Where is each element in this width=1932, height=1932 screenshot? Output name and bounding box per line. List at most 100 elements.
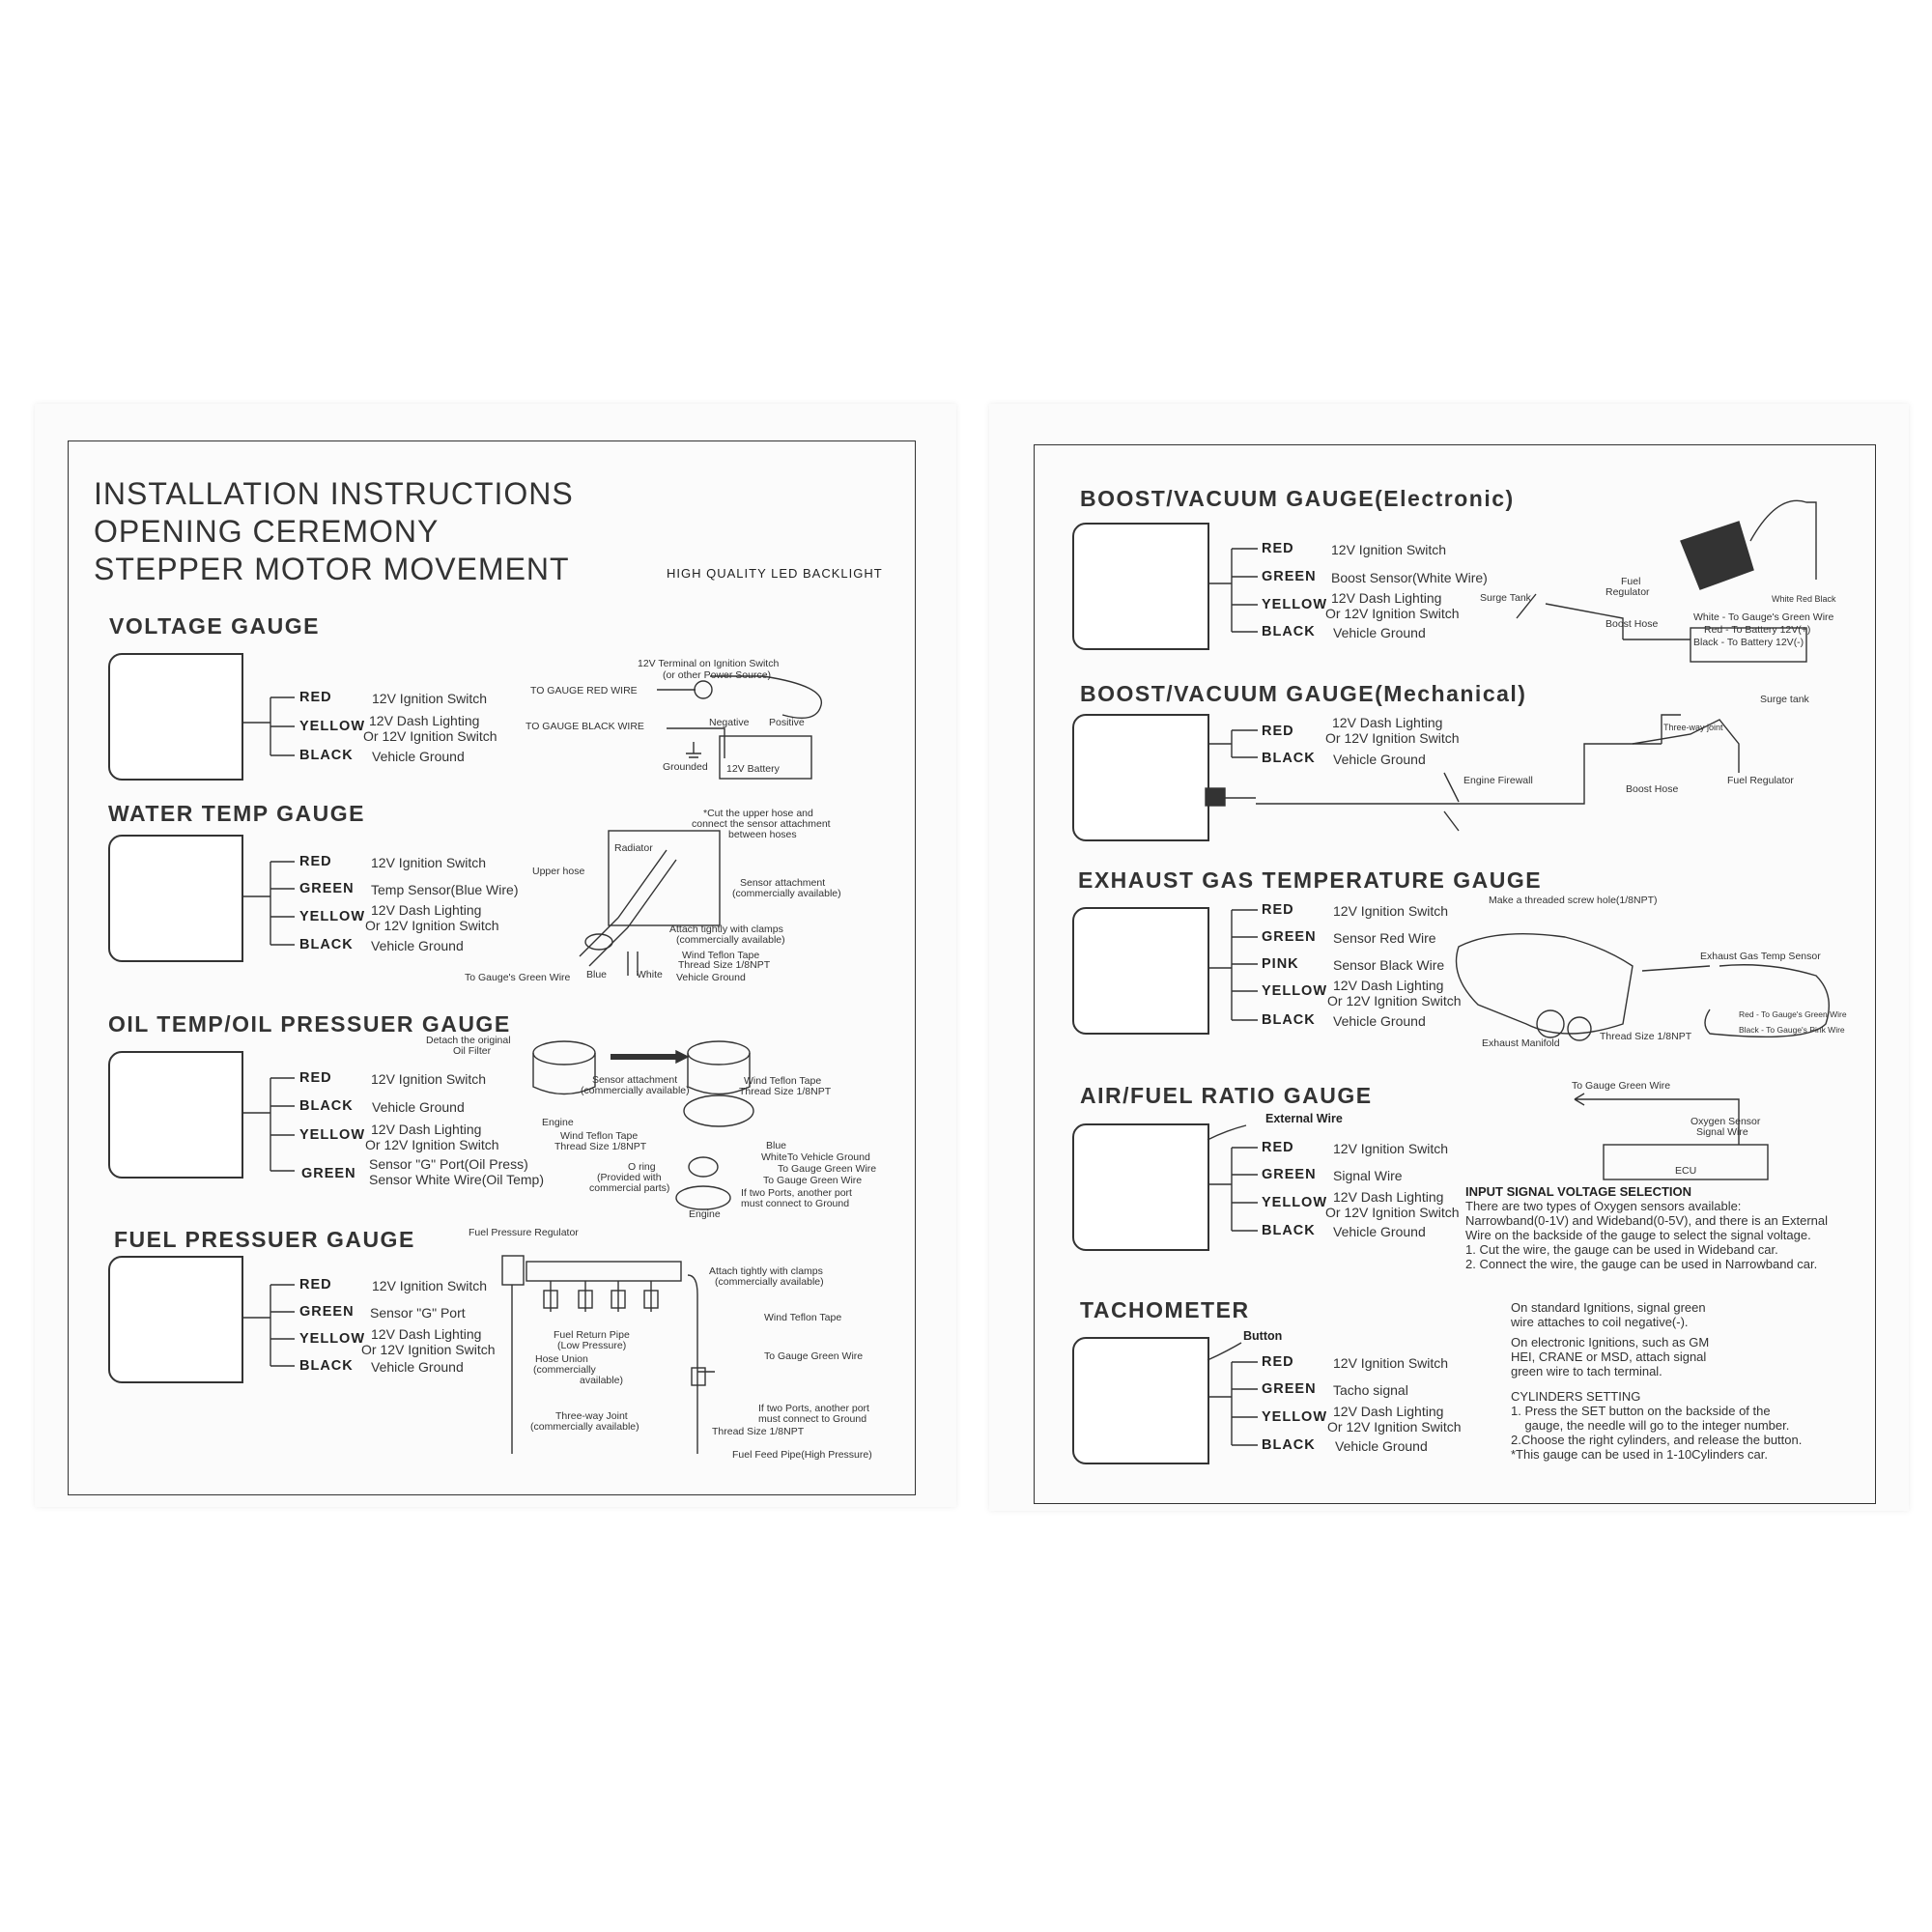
tach-note2-1: On electronic Ignitions, such as GM (1511, 1335, 1710, 1350)
voltage-wire-yellow-desc-1: 12V Dash Lighting (369, 713, 480, 728)
tach-wire-yellow: YELLOW (1262, 1409, 1328, 1425)
oil-wire-black-desc: Vehicle Ground (372, 1099, 465, 1115)
water-wire-green-desc: Temp Sensor(Blue Wire) (371, 882, 519, 897)
doc-title-line-2: OPENING CEREMONY (94, 514, 440, 549)
boost-m-wire-red-desc-1: 12V Dash Lighting (1332, 715, 1443, 730)
voltage-gauge-body (108, 653, 243, 781)
voltage-wire-red: RED (299, 690, 332, 705)
oil-wire-red: RED (299, 1070, 332, 1086)
oil-oring-3: commercial parts) (589, 1182, 670, 1194)
boost-e-wire-green-desc: Boost Sensor(White Wire) (1331, 570, 1488, 585)
water-gauge-body (108, 835, 243, 962)
tach-cyl-text-2: gauge, the needle will go to the integer… (1511, 1418, 1790, 1433)
water-cut-label-1: *Cut the upper hose and (703, 808, 813, 819)
boost-m-wire-black: BLACK (1262, 751, 1316, 766)
boost-m-three-way-label: Three-way joint (1663, 723, 1723, 732)
voltage-terminal-label-1: 12V Terminal on Ignition Switch (638, 658, 780, 669)
fuel-teflon-label: Wind Teflon Tape (764, 1312, 842, 1323)
water-wire-black-desc: Vehicle Ground (371, 938, 464, 953)
voltage-terminal-label-2: (or other Power Source) (663, 669, 772, 681)
voltage-wire-black: BLACK (299, 748, 354, 763)
fuel-wire-black-desc: Vehicle Ground (371, 1359, 464, 1375)
water-sensor-attach-2: (commercially available) (732, 888, 841, 899)
afr-wire-green: GREEN (1262, 1167, 1317, 1182)
fuel-regulator-label: Fuel Pressure Regulator (469, 1227, 579, 1238)
egt-wire-black: BLACK (1262, 1012, 1316, 1028)
tach-wire-red: RED (1262, 1354, 1294, 1370)
oil-wire-green-desc-2: Sensor White Wire(Oil Temp) (369, 1172, 545, 1187)
oil-temp-gauge-title: OIL TEMP/OIL PRESSUER GAUGE (108, 1011, 511, 1037)
egt-thread-label: Thread Size 1/8NPT (1600, 1031, 1692, 1042)
egt-wire-pink-desc: Sensor Black Wire (1333, 957, 1445, 973)
afr-external-wire-label: External Wire (1265, 1112, 1343, 1125)
oil-two-ports-2: must connect to Ground (741, 1198, 850, 1209)
voltage-battery-label: 12V Battery (726, 763, 780, 775)
egt-screw-hole-label: Make a threaded screw hole(1/8NPT) (1489, 895, 1658, 906)
right-sheet-border (1034, 444, 1876, 1504)
oil-sensor-attach-1: Sensor attachment (592, 1074, 678, 1086)
water-ground-label: Vehicle Ground (676, 972, 746, 983)
voltage-black-wire-label: TO GAUGE BLACK WIRE (526, 721, 644, 732)
water-clamps-2: (commercially available) (676, 934, 785, 946)
tach-note1-1: On standard Ignitions, signal green (1511, 1300, 1706, 1315)
egt-wire-yellow: YELLOW (1262, 983, 1328, 999)
egt-gauge-body (1072, 907, 1209, 1035)
fuel-union-3: available) (580, 1375, 623, 1386)
fuel-clamps-2: (commercially available) (715, 1276, 824, 1288)
water-clamps-1: Attach tightly with clamps (669, 923, 783, 935)
boost-e-legend-1: White - To Gauge's Green Wire (1693, 611, 1834, 623)
oil-teflon-right-2: Thread Size 1/8NPT (739, 1086, 832, 1097)
water-cut-label-3: between hoses (728, 829, 797, 840)
oil-sensor-attach-2: (commercially available) (581, 1085, 690, 1096)
boost-m-fuel-reg-label: Fuel Regulator (1727, 775, 1794, 786)
oil-teflon-left-1: Wind Teflon Tape (560, 1130, 639, 1142)
boost-e-wire-green: GREEN (1262, 569, 1317, 584)
afr-oxygen-2: Signal Wire (1696, 1126, 1748, 1138)
afr-gauge-body (1072, 1123, 1209, 1251)
egt-red-label: Red - To Gauge's Green Wire (1739, 1009, 1847, 1019)
boost-e-fuel-reg-1: Fuel (1621, 576, 1641, 587)
afr-wire-yellow-desc-2: Or 12V Ignition Switch (1325, 1205, 1460, 1220)
oil-wire-yellow: YELLOW (299, 1127, 366, 1143)
fuel-wire-black: BLACK (299, 1358, 354, 1374)
voltage-red-wire-label: TO GAUGE RED WIRE (530, 685, 638, 696)
egt-black-label: Black - To Gauge's Pink Wire (1739, 1025, 1845, 1035)
voltage-wire-black-desc: Vehicle Ground (372, 749, 465, 764)
voltage-grounded-label: Grounded (663, 761, 708, 773)
afr-wire-black: BLACK (1262, 1223, 1316, 1238)
oil-gauge-body (108, 1051, 243, 1179)
oil-engine-label: Engine (542, 1117, 574, 1128)
afr-wire-red: RED (1262, 1140, 1294, 1155)
boost-m-wire-red-desc-2: Or 12V Ignition Switch (1325, 730, 1460, 746)
tach-wire-red-desc: 12V Ignition Switch (1333, 1355, 1449, 1371)
fuel-thread-label: Thread Size 1/8NPT (712, 1426, 805, 1437)
voltage-wire-red-desc: 12V Ignition Switch (372, 691, 488, 706)
boost-m-surge-label: Surge tank (1760, 694, 1809, 705)
oil-green-wire-1: To Gauge Green Wire (778, 1163, 877, 1175)
tach-gauge-body (1072, 1337, 1209, 1464)
oil-wire-green-desc-1: Sensor "G" Port(Oil Press) (369, 1156, 528, 1172)
water-wire-red-desc: 12V Ignition Switch (371, 855, 487, 870)
fuel-pressure-gauge-title: FUEL PRESSUER GAUGE (114, 1227, 415, 1252)
water-teflon-1: Wind Teflon Tape (682, 950, 760, 961)
fuel-wire-yellow-desc-2: Or 12V Ignition Switch (361, 1342, 496, 1357)
tach-wire-green: GREEN (1262, 1381, 1317, 1397)
doc-title-line-1: INSTALLATION INSTRUCTIONS (94, 476, 574, 511)
voltage-negative-label: Negative (709, 717, 750, 728)
fuel-wire-green: GREEN (299, 1304, 355, 1320)
boost-e-wire-black-desc: Vehicle Ground (1333, 625, 1426, 640)
water-radiator-label: Radiator (614, 842, 653, 854)
oil-wire-red-desc: 12V Ignition Switch (371, 1071, 487, 1087)
boost-m-wire-red: RED (1262, 724, 1294, 739)
boost-m-wire-black-desc: Vehicle Ground (1333, 752, 1426, 767)
egt-wire-pink: PINK (1262, 956, 1299, 972)
boost-e-wire-red: RED (1262, 541, 1294, 556)
water-wire-yellow-desc-1: 12V Dash Lighting (371, 902, 482, 918)
tach-cyl-text-1: 1. Press the SET button on the backside … (1511, 1404, 1771, 1418)
egt-wire-green: GREEN (1262, 929, 1317, 945)
water-wire-green: GREEN (299, 881, 355, 896)
boost-electronic-title: BOOST/VACUUM GAUGE(Electronic) (1080, 486, 1515, 511)
fuel-two-ports-1: If two Ports, another port (758, 1403, 869, 1414)
boost-e-wire-red-desc: 12V Ignition Switch (1331, 542, 1447, 557)
